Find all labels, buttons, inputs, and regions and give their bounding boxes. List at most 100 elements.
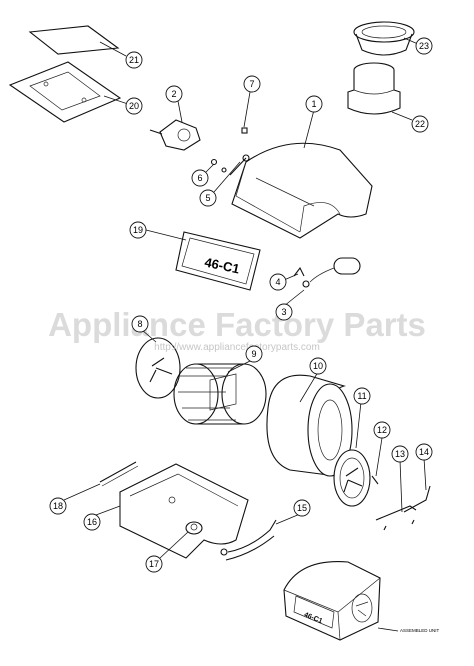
- callout-number: 6: [197, 173, 202, 183]
- callout-7: 7: [243, 75, 261, 93]
- part-2-clip: [149, 119, 201, 151]
- callout-11: 11: [353, 387, 371, 405]
- part-15-strap: [220, 519, 277, 561]
- part-3-capacitor: [302, 257, 361, 288]
- callout-number: 2: [171, 89, 176, 99]
- callout-number: 21: [129, 55, 139, 65]
- callout-21: 21: [125, 51, 143, 69]
- callout-circle: [269, 273, 287, 291]
- part-9-blower-wheel: [173, 363, 267, 425]
- callout-9: 9: [245, 345, 263, 363]
- part-10-housing: [266, 374, 353, 477]
- callout-circle: [129, 221, 147, 239]
- label-stamp: 46-C1: [203, 254, 241, 276]
- callout-20: 20: [125, 97, 143, 115]
- callout-circle: [145, 555, 163, 573]
- callout-number: 7: [249, 79, 254, 89]
- callout-14: 14: [415, 443, 433, 461]
- assembled-unit: 46-C1: [283, 561, 381, 641]
- callout-19: 19: [129, 221, 147, 239]
- callout-number: 13: [395, 449, 405, 459]
- callout-5: 5: [199, 189, 217, 207]
- callout-1: 1: [305, 95, 323, 113]
- callout-circle: [125, 51, 143, 69]
- part-4-clip: [293, 266, 305, 277]
- callout-number: 19: [133, 225, 143, 235]
- callout-6: 6: [191, 169, 209, 187]
- part-5-screw: [229, 154, 250, 176]
- callout-number: 15: [297, 503, 307, 513]
- callout-circle: [199, 189, 217, 207]
- callout-circle: [305, 95, 323, 113]
- part-17-motor-mount: [185, 521, 203, 535]
- callout-number: 4: [275, 277, 280, 287]
- callout-number: 8: [137, 319, 142, 329]
- callout-circle: [411, 115, 429, 133]
- part-14-bracket: [403, 485, 431, 525]
- callout-circle: [49, 497, 67, 515]
- callout-number: 11: [357, 391, 366, 401]
- callout-number: 23: [419, 41, 429, 51]
- callout-16: 16: [83, 513, 101, 531]
- callout-12: 12: [373, 421, 391, 439]
- callout-number: 17: [149, 559, 159, 569]
- callout-18: 18: [49, 497, 67, 515]
- callout-circle: [165, 85, 183, 103]
- part-13-bracket: [375, 505, 417, 531]
- callout-10: 10: [309, 357, 327, 375]
- callout-circle: [415, 443, 433, 461]
- part-18-rod: [99, 461, 139, 487]
- watermark-url: http://www.appliancefactoryparts.com: [154, 342, 320, 353]
- callout-3: 3: [275, 303, 293, 321]
- callout-23: 23: [415, 37, 433, 55]
- callout-circle: [309, 357, 327, 375]
- callout-number: 3: [281, 307, 286, 317]
- callout-circle: [353, 387, 371, 405]
- callout-number: 1: [311, 99, 316, 109]
- callout-13: 13: [391, 445, 409, 463]
- assembled-unit-label: ASSEMBLED UNIT: [400, 628, 440, 633]
- part-11-end-plate: [333, 449, 371, 507]
- callout-number: 20: [129, 101, 139, 111]
- callout-number: 12: [377, 425, 387, 435]
- part-20-gasket: [8, 61, 122, 123]
- callout-circle: [245, 345, 263, 363]
- callout-circle: [243, 75, 261, 93]
- callout-circle: [293, 499, 311, 517]
- part-6-screw: [210, 158, 227, 173]
- callout-circle: [83, 513, 101, 531]
- callout-number: 10: [313, 361, 323, 371]
- part-7-screw: [241, 91, 251, 134]
- callout-15: 15: [293, 499, 311, 517]
- part-22-adapter: [347, 62, 401, 115]
- callout-circle: [275, 303, 293, 321]
- callout-2: 2: [165, 85, 183, 103]
- callout-number: 5: [205, 193, 210, 203]
- callout-4: 4: [269, 273, 287, 291]
- callout-circle: [125, 97, 143, 115]
- callout-number: 22: [415, 119, 425, 129]
- callout-number: 18: [53, 501, 63, 511]
- callout-number: 14: [419, 447, 429, 457]
- callout-circle: [131, 315, 149, 333]
- part-21-sheet: [28, 25, 120, 55]
- callout-circle: [415, 37, 433, 55]
- part-1-housing-cover: [231, 142, 373, 239]
- callout-circle: [373, 421, 391, 439]
- callout-circle: [191, 169, 209, 187]
- callout-number: 16: [87, 517, 97, 527]
- callout-8: 8: [131, 315, 149, 333]
- part-8-end-plate: [135, 337, 181, 399]
- part-19-label-plate: 46-C1: [175, 231, 261, 291]
- watermark-title: Appliance Factory Parts: [48, 306, 426, 343]
- callout-22: 22: [411, 115, 429, 133]
- callout-leaders: [63, 37, 427, 559]
- part-16-base-pan: [119, 463, 249, 559]
- part-23-collar: [353, 21, 415, 56]
- callout-number: 9: [251, 349, 256, 359]
- callout-17: 17: [145, 555, 163, 573]
- callout-circle: [391, 445, 409, 463]
- part-12-screw: [371, 475, 379, 485]
